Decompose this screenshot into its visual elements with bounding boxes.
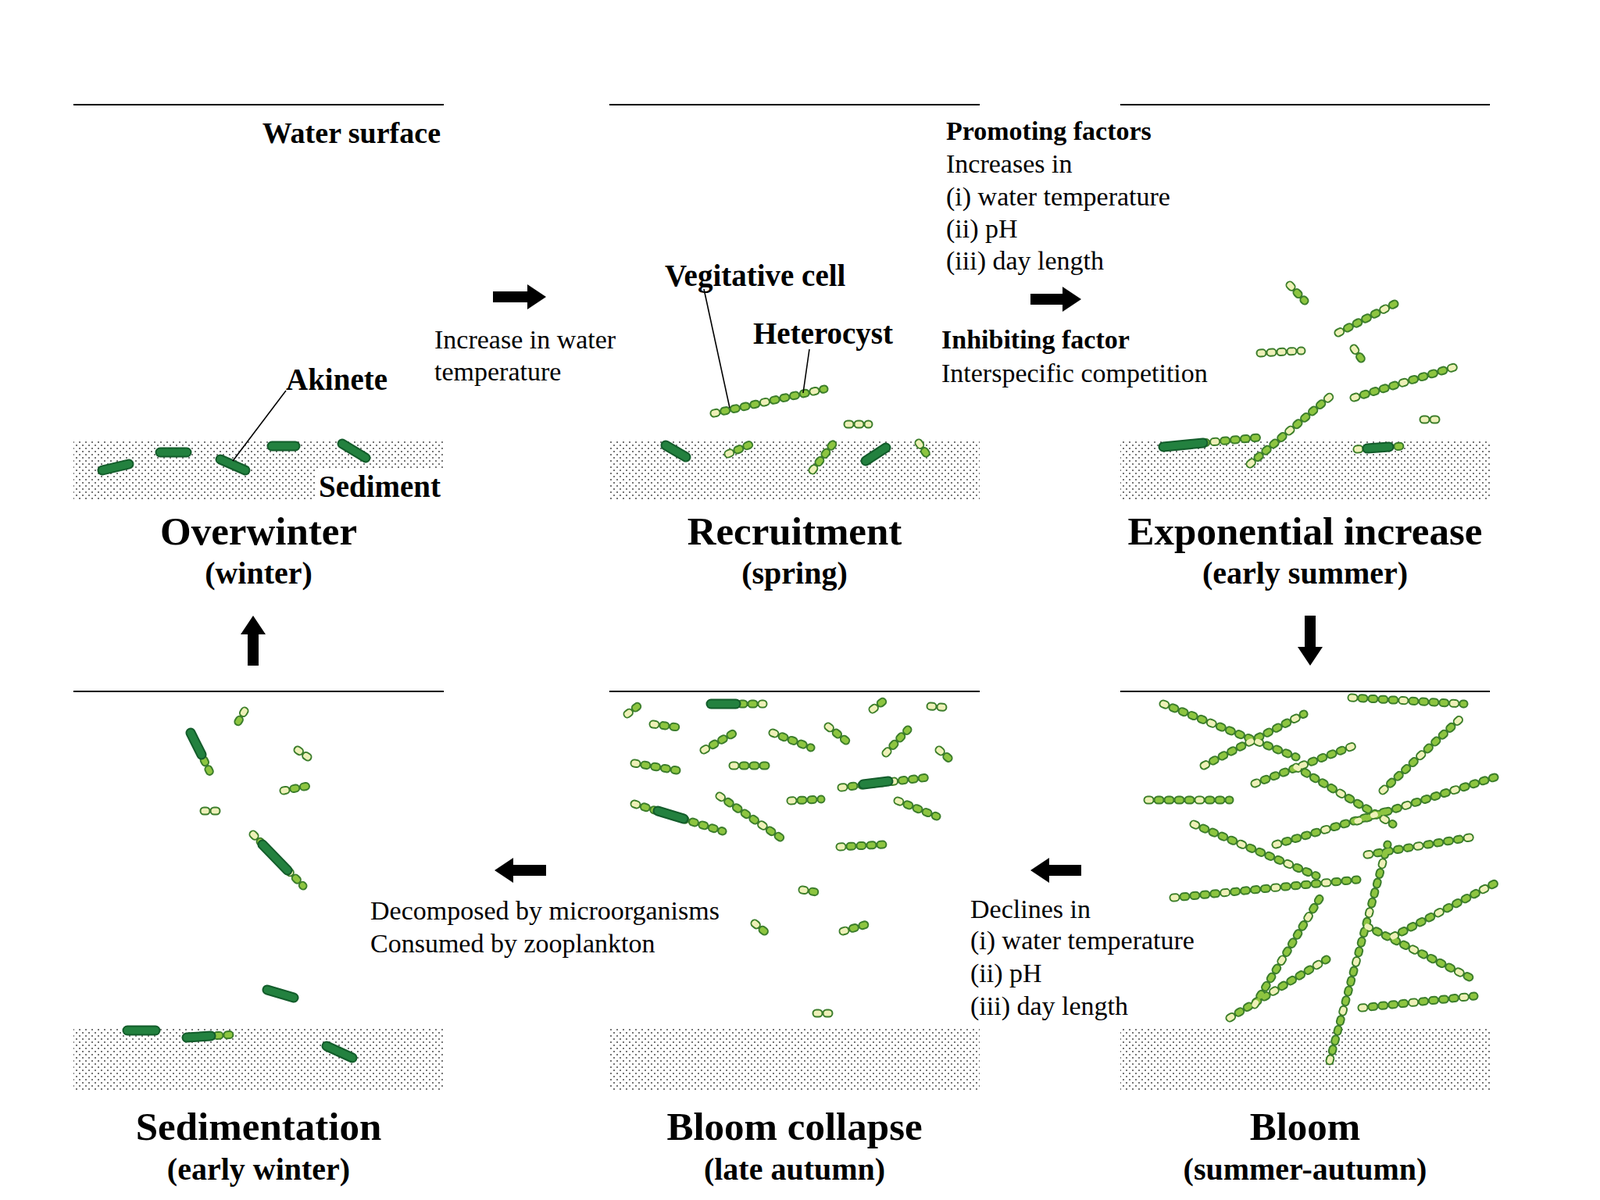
leader-line [803, 349, 810, 393]
annotation-label: Decomposed by microorganisms [370, 895, 720, 928]
annotation-label: Vegitative cell [664, 257, 846, 295]
sediment-layer [1120, 1028, 1490, 1092]
stage-title: Overwinter [73, 507, 444, 556]
stage-title: Recruitment [609, 507, 980, 556]
filament-outline [186, 285, 1495, 1061]
annotation-label: (iii) day length [946, 245, 1104, 278]
leader-line [703, 289, 730, 408]
block-arrow [1030, 857, 1082, 883]
stage-title: Bloom [1120, 1103, 1490, 1151]
season-label: (winter) [73, 554, 444, 593]
annotation-label: (i) water temperature [946, 181, 1171, 214]
heterocyst-outline [203, 350, 1444, 1014]
water-surface-line [73, 690, 444, 693]
heterocyst-cells [203, 350, 1444, 1014]
water-surface-line [73, 103, 444, 106]
leader-lines [232, 289, 810, 461]
annotation-label: (i) water temperature [970, 925, 1195, 958]
block-arrow [1030, 286, 1082, 312]
season-label: (spring) [609, 554, 980, 593]
annotation-label: Promoting factors [946, 115, 1152, 148]
annotation-label: (ii) pH [970, 957, 1043, 990]
block-arrow [240, 615, 266, 666]
block-arrow [492, 284, 547, 310]
season-label: (summer-autumn) [1120, 1150, 1490, 1189]
block-arrow [1297, 615, 1323, 666]
annotation-label: (iii) day length [970, 990, 1129, 1023]
block-arrow [494, 857, 547, 883]
stage-title: Exponential increase [1120, 507, 1490, 556]
annotation-label: Inhibiting factor [941, 324, 1130, 357]
arrow-label: Increase in water temperature [434, 324, 646, 389]
annotation-label: Declines in [970, 893, 1091, 926]
water-surface-line [1120, 690, 1490, 693]
sediment-layer [609, 1028, 980, 1092]
stage-title: Bloom collapse [609, 1103, 980, 1151]
leader-line [232, 390, 286, 461]
annotation-label: (ii) pH [946, 213, 1018, 246]
annotation-label: Consumed by zooplankton [370, 928, 656, 961]
filament-heterocysts [186, 285, 1495, 1061]
stage-panel: Overwinter(winter) [73, 104, 493, 616]
annotation-label: Sediment [315, 468, 444, 506]
water-surface-line [609, 103, 980, 106]
season-label: (late autumn) [609, 1150, 980, 1189]
season-label: (early summer) [1120, 554, 1490, 593]
annotation-label: Heterocyst [753, 315, 893, 353]
stage-title: Sedimentation [73, 1103, 444, 1151]
annotation-label: Water surface [262, 115, 441, 152]
annotation-label: Increases in [946, 148, 1072, 181]
annotation-label: Akinete [285, 361, 388, 399]
water-surface-line [1120, 103, 1490, 106]
filament-cells [186, 285, 1495, 1061]
annotation-label: Interspecific competition [941, 357, 1208, 390]
water-surface-line [609, 690, 980, 693]
season-label: (early winter) [73, 1150, 444, 1189]
sediment-layer [73, 1028, 444, 1092]
